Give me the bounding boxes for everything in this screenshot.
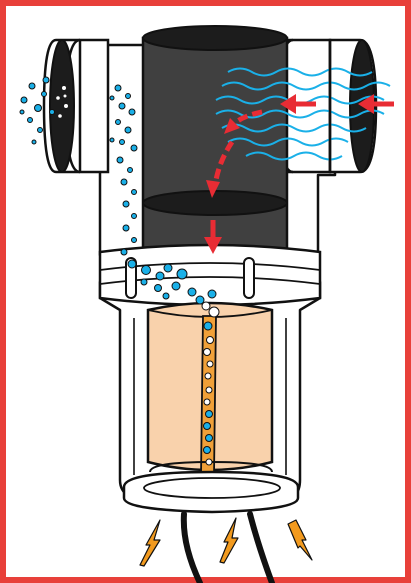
bubble-icon [177, 269, 187, 279]
bubble-icon [117, 157, 123, 163]
bubble-icon [207, 337, 214, 344]
center-tube-top [143, 26, 287, 50]
bubble-icon [42, 92, 47, 97]
left-port-opening [50, 40, 74, 172]
bubble-icon [129, 109, 135, 115]
bubble-icon [188, 288, 196, 296]
bubble-icon [205, 373, 211, 379]
bubble-icon [128, 260, 136, 268]
bubble-icon [28, 118, 33, 123]
bubble-icon [132, 190, 137, 195]
bubble-icon [21, 97, 27, 103]
bubble-icon [123, 201, 129, 207]
bubble-icon [121, 179, 127, 185]
bubble-icon [119, 103, 125, 109]
center-tube-inner-ring [143, 191, 287, 215]
bubble-icon [202, 302, 210, 310]
bubble-icon [120, 140, 125, 145]
bubble-icon [204, 399, 210, 405]
bubble-icon [155, 285, 162, 292]
bubble-icon [196, 296, 204, 304]
bubble-icon [20, 110, 24, 114]
bubble-icon [132, 238, 137, 243]
bubble-icon [204, 423, 211, 430]
bubble-icon [206, 435, 213, 442]
bubble-icon [43, 77, 49, 83]
collar-slot-right [244, 258, 254, 298]
bubble-icon [206, 459, 212, 465]
bubble-icon [116, 120, 121, 125]
bubble-icon [209, 307, 219, 317]
bubble-icon [126, 94, 131, 99]
bubble-icon [132, 214, 137, 219]
bubble-icon [206, 411, 213, 418]
bubble-icon [131, 145, 137, 151]
bubble-icon [123, 225, 129, 231]
bubble-icon [29, 83, 35, 89]
bubble-icon [163, 293, 169, 299]
bubble-icon [164, 264, 172, 272]
bubble-icon [121, 249, 127, 255]
bubble-icon [35, 105, 42, 112]
bubble-icon [204, 349, 211, 356]
bubble-icon [207, 361, 213, 367]
bubble-icon [38, 128, 43, 133]
bubble-icon [208, 290, 216, 298]
bubble-icon [32, 140, 36, 144]
bubble-icon [141, 279, 147, 285]
bubble-icon [172, 282, 180, 290]
bubble-icon [128, 168, 133, 173]
bubble-icon [50, 110, 55, 115]
bubble-icon [156, 272, 164, 280]
bubble-icon [125, 127, 131, 133]
bubble-icon [110, 138, 114, 142]
bubble-icon [204, 447, 211, 454]
bubble-icon [110, 96, 114, 100]
bubble-icon [204, 322, 212, 330]
bubble-icon [115, 85, 121, 91]
bubble-icon [142, 266, 151, 275]
bubble-icon [206, 387, 212, 393]
